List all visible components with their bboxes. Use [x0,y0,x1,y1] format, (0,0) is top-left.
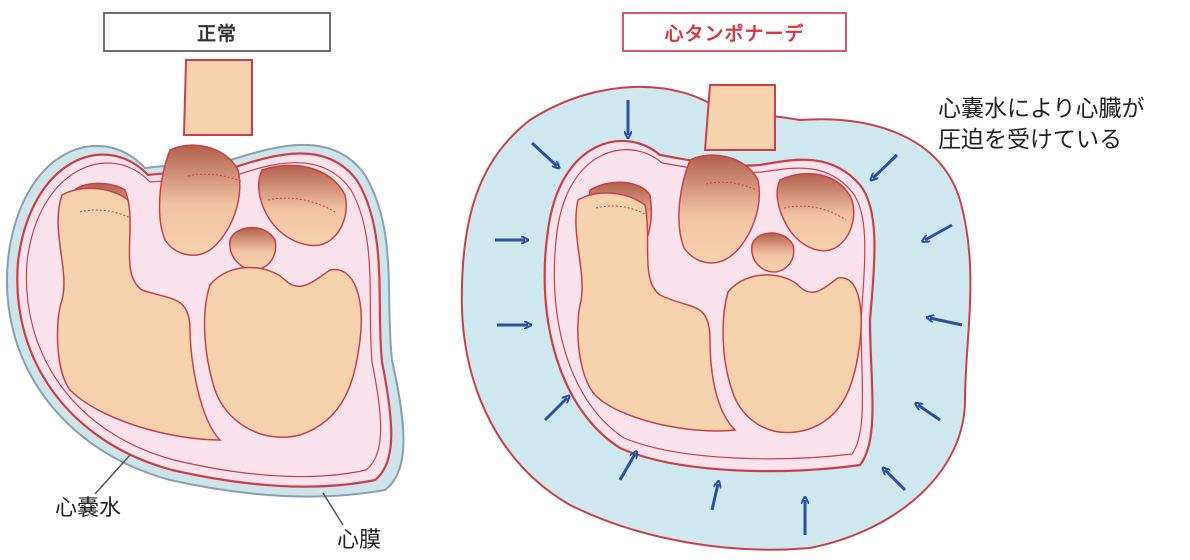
great-vessel [184,60,252,135]
compression-note: 心嚢水により心臓が 圧迫を受けている [938,94,1145,156]
fluid-leader-line [95,455,130,494]
pericardium-label: 心膜 [337,526,381,556]
pericardial-fluid-label: 心嚢水 [55,494,121,524]
compression-note-line2: 圧迫を受けている [938,125,1145,156]
pericardium-leader-line [323,493,343,525]
compression-note-line1: 心嚢水により心臓が [938,94,1145,125]
tamponade-heart [462,85,971,550]
normal-heart [7,60,404,525]
